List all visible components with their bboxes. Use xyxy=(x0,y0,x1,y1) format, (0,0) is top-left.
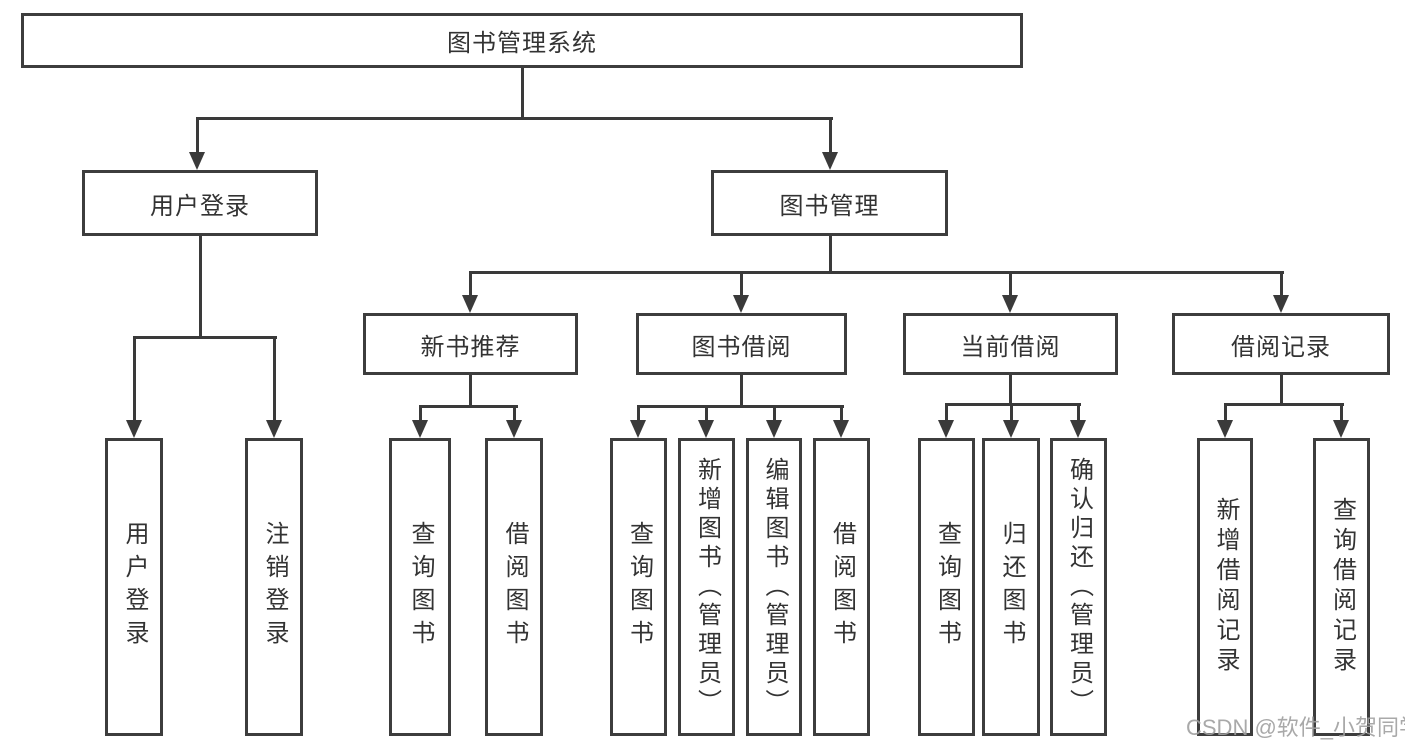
node-borrow-records: 借阅记录 xyxy=(1172,313,1390,375)
arrow-down-icon xyxy=(733,295,749,313)
connector-line xyxy=(637,405,640,422)
connector-line xyxy=(1077,403,1080,421)
leaf-add-borrow-record: 新增借阅记录 xyxy=(1197,438,1253,736)
connector-line xyxy=(513,405,516,422)
arrow-down-icon xyxy=(1333,420,1349,438)
connector-line xyxy=(196,117,199,153)
connector-line xyxy=(840,405,843,422)
arrow-down-icon xyxy=(1217,420,1233,438)
node-user-login: 用户登录 xyxy=(82,170,318,236)
connector-line xyxy=(1280,271,1283,297)
connector-line xyxy=(1340,403,1343,421)
arrow-down-icon xyxy=(1003,420,1019,438)
connector-line xyxy=(1280,375,1283,406)
arrow-down-icon xyxy=(462,295,478,313)
connector-line xyxy=(133,336,136,422)
leaf-query-books-3: 查询图书 xyxy=(918,438,975,736)
leaf-borrow-books-1-label: 借阅图书 xyxy=(501,521,528,653)
leaf-logout: 注销登录 xyxy=(245,438,303,736)
node-book-borrow-label: 图书借阅 xyxy=(691,333,792,361)
node-borrow-records-label: 借阅记录 xyxy=(1231,333,1331,361)
connector-line xyxy=(1010,403,1013,421)
node-current-borrow: 当前借阅 xyxy=(903,313,1118,375)
arrow-down-icon xyxy=(126,420,142,438)
connector-line xyxy=(469,271,1284,274)
leaf-return-books: 归还图书 xyxy=(982,438,1040,736)
arrow-down-icon xyxy=(506,420,522,438)
node-book-management-label: 图书管理 xyxy=(779,192,880,220)
node-root: 图书管理系统 xyxy=(21,13,1023,68)
arrow-down-icon xyxy=(698,420,714,438)
connector-line xyxy=(829,117,832,153)
arrow-down-icon xyxy=(1002,295,1018,313)
leaf-query-books-2: 查询图书 xyxy=(610,438,667,736)
leaf-logout-label: 注销登录 xyxy=(261,521,288,653)
leaf-add-borrow-record-label: 新增借阅记录 xyxy=(1212,497,1239,677)
arrow-down-icon xyxy=(938,420,954,438)
connector-line xyxy=(637,405,844,408)
leaf-borrow-books-2-label: 借阅图书 xyxy=(828,521,856,653)
arrow-down-icon xyxy=(1273,295,1289,313)
leaf-user-login: 用户登录 xyxy=(105,438,163,736)
leaf-query-books-1-label: 查询图书 xyxy=(407,521,434,653)
connector-line xyxy=(773,405,776,422)
leaf-borrow-books-2: 借阅图书 xyxy=(813,438,870,736)
node-book-borrow: 图书借阅 xyxy=(636,313,847,375)
leaf-add-books-admin: 新增图书（管理员） xyxy=(678,438,735,736)
connector-line xyxy=(469,271,472,297)
arrow-down-icon xyxy=(189,152,205,170)
connector-line xyxy=(740,375,743,408)
leaf-confirm-return-admin: 确认归还（管理员） xyxy=(1050,438,1107,736)
node-new-book-recommend-label: 新书推荐 xyxy=(420,333,521,361)
connector-line xyxy=(273,336,276,422)
connector-line xyxy=(740,271,743,297)
node-root-label: 图书管理系统 xyxy=(447,30,597,57)
connector-line xyxy=(1224,403,1227,421)
csdn-watermark: CSDN @软件_小贺同学 xyxy=(1186,715,1405,740)
connector-line xyxy=(1009,271,1012,297)
leaf-query-borrow-record: 查询借阅记录 xyxy=(1313,438,1370,736)
leaf-query-books-1: 查询图书 xyxy=(389,438,451,736)
connector-line xyxy=(196,117,833,120)
connector-line xyxy=(521,68,524,119)
connector-line xyxy=(469,375,472,408)
arrow-down-icon xyxy=(1070,420,1086,438)
leaf-edit-books-admin: 编辑图书（管理员） xyxy=(746,438,802,736)
node-book-management: 图书管理 xyxy=(711,170,948,236)
arrow-down-icon xyxy=(412,420,428,438)
connector-line xyxy=(705,405,708,422)
connector-line xyxy=(199,236,202,339)
connector-line xyxy=(419,405,518,408)
leaf-edit-books-admin-label: 编辑图书（管理员） xyxy=(761,456,788,718)
arrow-down-icon xyxy=(766,420,782,438)
arrow-down-icon xyxy=(822,152,838,170)
connector-line xyxy=(133,336,277,339)
connector-line xyxy=(945,403,1081,406)
leaf-return-books-label: 归还图书 xyxy=(998,521,1025,653)
connector-line xyxy=(945,403,948,421)
arrow-down-icon xyxy=(266,420,282,438)
node-user-login-label: 用户登录 xyxy=(150,192,250,220)
leaf-borrow-books-1: 借阅图书 xyxy=(485,438,543,736)
connector-line xyxy=(1224,403,1344,406)
leaf-confirm-return-admin-label: 确认归还（管理员） xyxy=(1065,456,1093,718)
leaf-add-books-admin-label: 新增图书（管理员） xyxy=(693,456,721,718)
node-current-borrow-label: 当前借阅 xyxy=(960,333,1061,361)
connector-line xyxy=(829,236,832,274)
node-new-book-recommend: 新书推荐 xyxy=(363,313,578,375)
connector-line xyxy=(1009,375,1012,406)
leaf-query-books-2-label: 查询图书 xyxy=(625,521,653,653)
leaf-query-borrow-record-label: 查询借阅记录 xyxy=(1328,497,1356,677)
leaf-user-login-label: 用户登录 xyxy=(121,521,148,653)
connector-line xyxy=(419,405,422,422)
arrow-down-icon xyxy=(833,420,849,438)
arrow-down-icon xyxy=(630,420,646,438)
leaf-query-books-3-label: 查询图书 xyxy=(933,521,961,653)
